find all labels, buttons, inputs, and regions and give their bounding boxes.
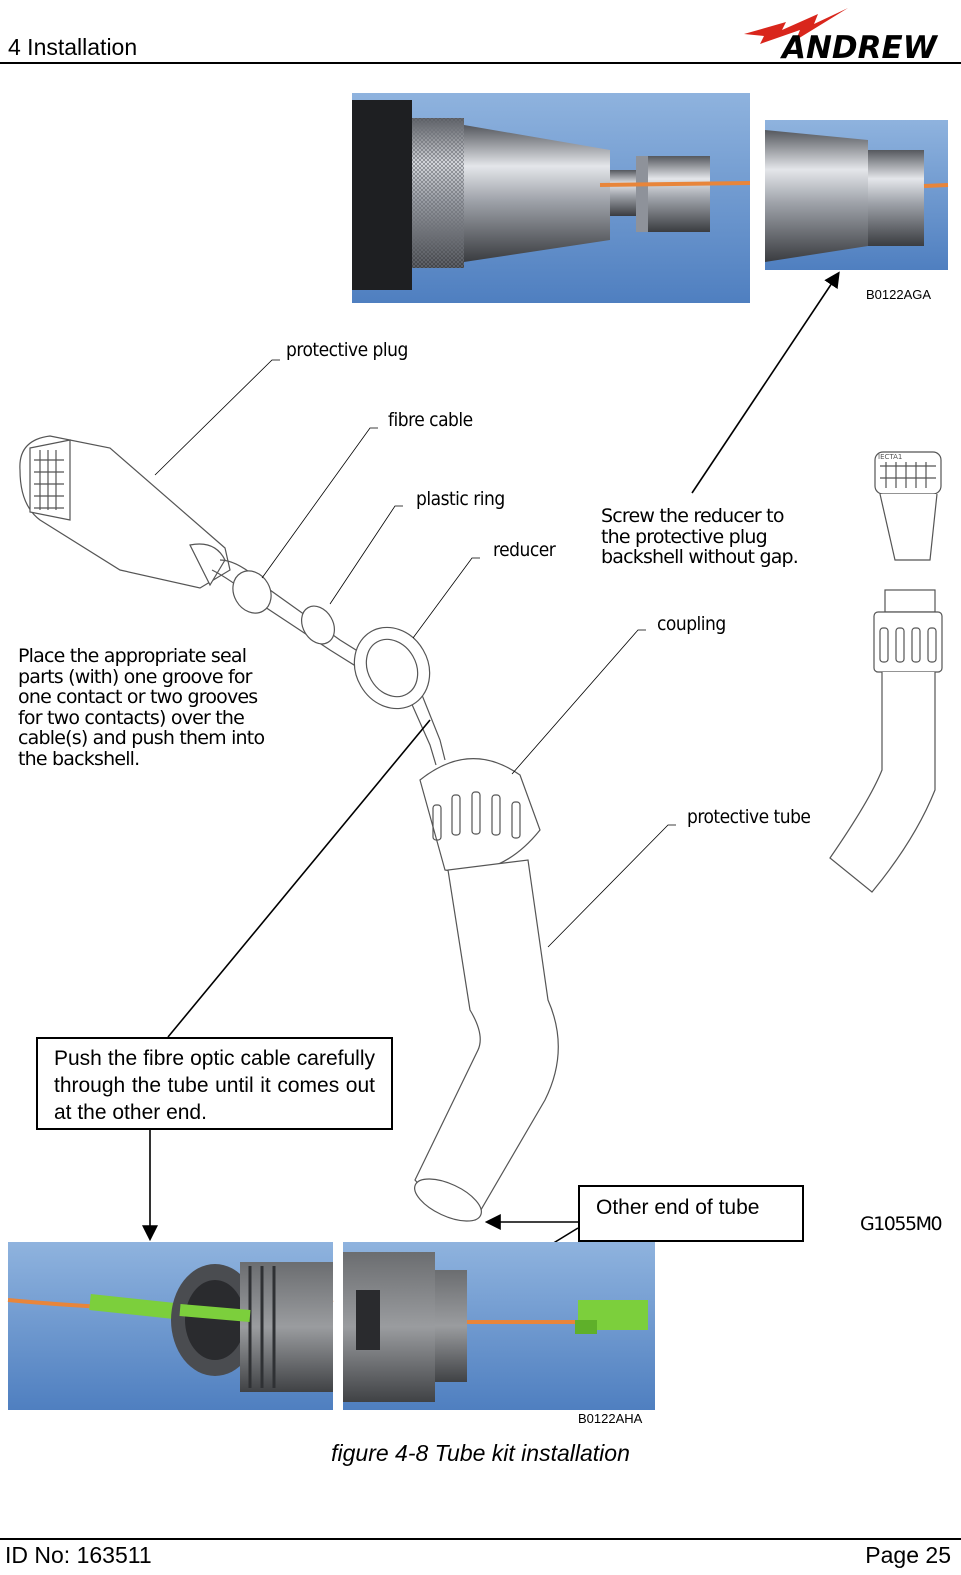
- footer-page-number: Page 25: [865, 1542, 951, 1568]
- plug-marking: IECTA1: [878, 453, 902, 461]
- top-photo-tightened: [765, 120, 949, 270]
- drawing-id: G1055M0: [860, 1213, 941, 1235]
- note-seal-parts: Place the appropriate seal parts (with) …: [18, 645, 265, 770]
- screw-reducer-pointer: [691, 271, 840, 494]
- bottom-photo-tube-end: [7, 1242, 334, 1410]
- lightning-bolt-icon: [744, 8, 848, 44]
- label-reducer: reducer: [493, 539, 556, 561]
- figure-caption: figure 4-8 Tube kit installation: [331, 1440, 630, 1466]
- label-plastic-ring: plastic ring: [416, 488, 505, 510]
- note-screw-reducer: Screw the reducer to the protective plug…: [601, 505, 799, 568]
- footer-id: ID No: 163511: [5, 1542, 152, 1568]
- andrew-logo: ANDREW: [738, 0, 953, 66]
- bottom-photo-cable-through: [343, 1242, 655, 1410]
- label-fibre-cable: fibre cable: [388, 409, 473, 431]
- assembly-line-drawing: [19, 435, 559, 1222]
- page-header-title: 4 Installation: [8, 34, 138, 60]
- header-rule: [0, 62, 961, 64]
- side-view-drawing: [829, 451, 943, 893]
- label-coupling: coupling: [657, 613, 726, 635]
- leader-lines: [154, 359, 676, 948]
- other-end-callout: Other end of tube: [578, 1185, 804, 1242]
- logo-text: ANDREW: [779, 30, 939, 64]
- top-photo-connector-reducer: [352, 93, 751, 303]
- label-protective-plug: protective plug: [286, 339, 408, 361]
- label-protective-tube: protective tube: [687, 806, 811, 828]
- footer-rule: [0, 1538, 961, 1540]
- top-photo-label: B0122AGA: [866, 287, 931, 302]
- push-cable-callout: Push the fibre optic cable carefully thr…: [36, 1037, 393, 1130]
- bottom-photo-label: B0122AHA: [578, 1411, 643, 1426]
- push-cable-pointer: [167, 719, 431, 1038]
